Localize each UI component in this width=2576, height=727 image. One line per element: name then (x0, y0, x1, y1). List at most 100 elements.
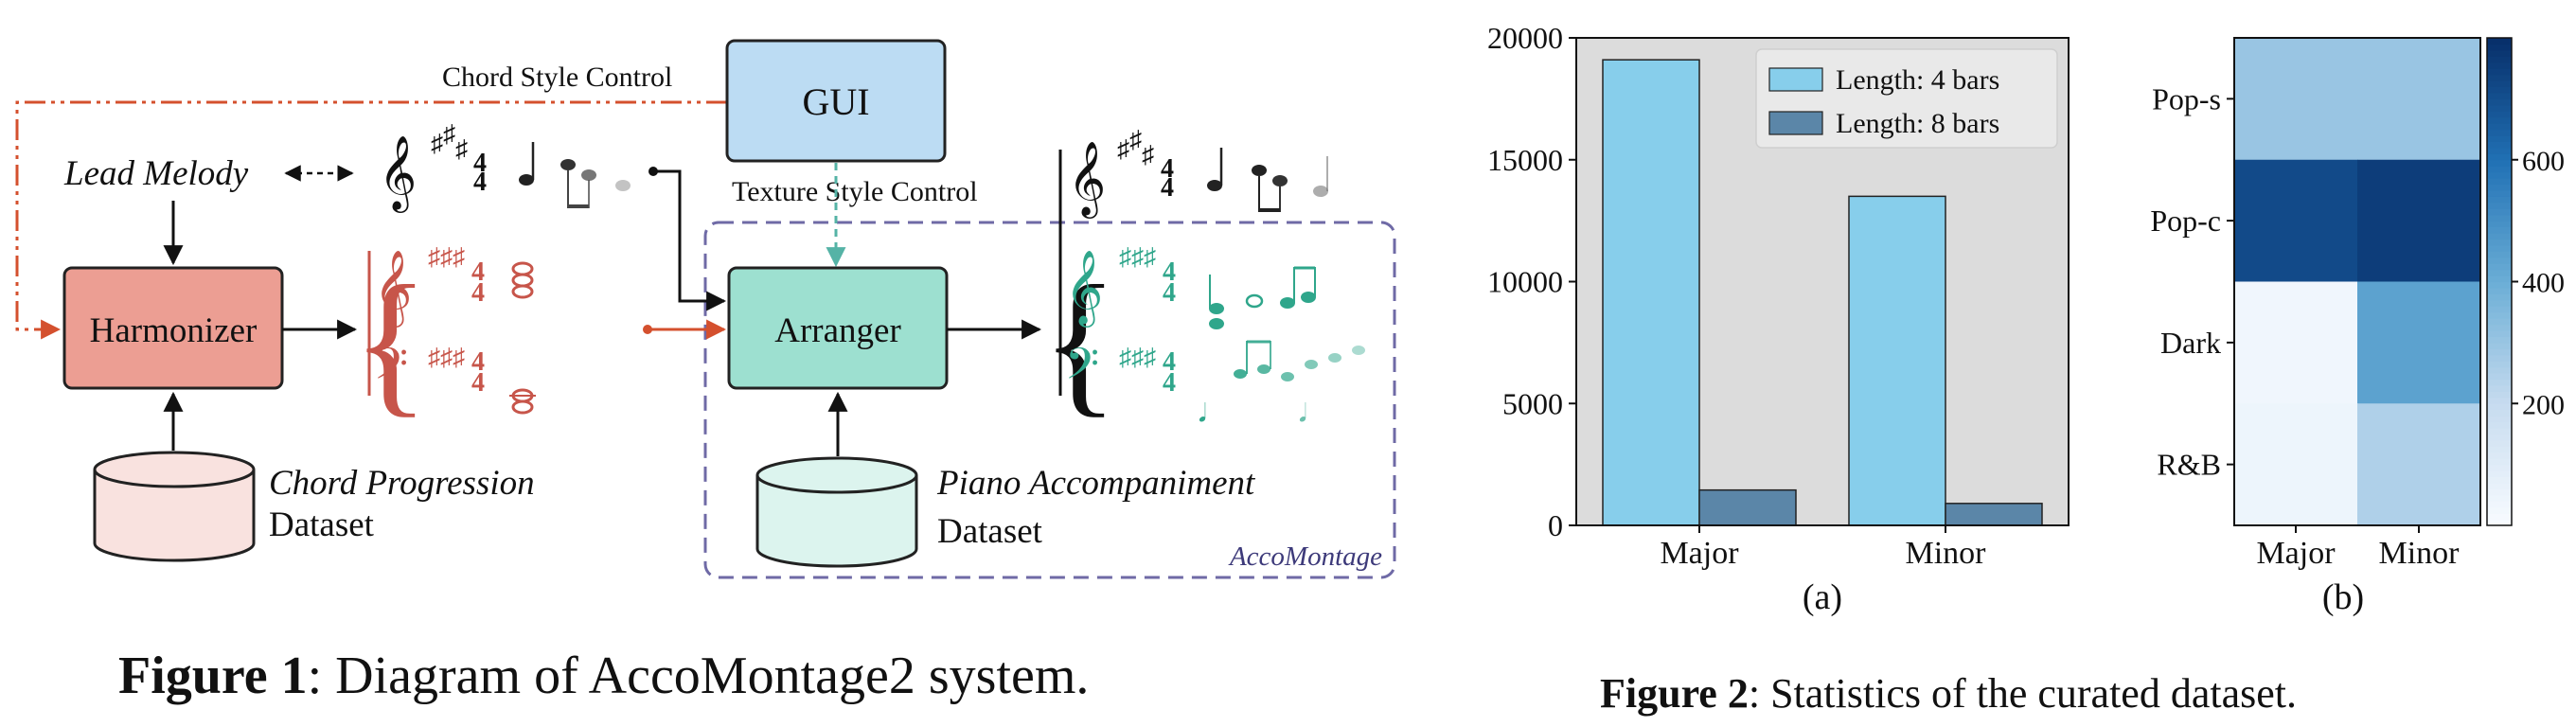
x-tick-label: Minor (1906, 536, 1987, 571)
legend-box (1755, 48, 2058, 149)
colorbar-segment (2487, 311, 2512, 319)
svg-text:♯: ♯ (1117, 135, 1129, 163)
colorbar-tick-label: 200 (2522, 389, 2565, 420)
melody-to-arranger-arrow (653, 169, 727, 311)
col-label: Major (2256, 536, 2336, 571)
colorbar-segment (2487, 233, 2512, 240)
arranger-label: Arranger (774, 311, 901, 350)
svg-text:𝄢: 𝄢 (374, 341, 408, 399)
row-label: R&B (2157, 448, 2221, 482)
svg-text:𝄞: 𝄞 (374, 251, 412, 328)
y-tick-label: 5000 (1502, 386, 1563, 420)
svg-text:4: 4 (471, 368, 485, 398)
colorbar-segment (2487, 324, 2512, 331)
colorbar-segment (2487, 171, 2512, 179)
colorbar-segment (2487, 208, 2512, 216)
svg-text:4: 4 (471, 257, 485, 287)
colorbar-segment (2487, 452, 2512, 459)
colorbar-segment (2487, 488, 2512, 496)
colorbar-segment (2487, 391, 2512, 399)
svg-text:♯: ♯ (455, 135, 468, 163)
colorbar-segment (2487, 196, 2512, 204)
bar-plot-frame (1575, 37, 2070, 526)
panel-a-label: (a) (1803, 577, 1842, 617)
y-tick-label: 15000 (1487, 143, 1563, 177)
colorbar-segment (2487, 135, 2512, 143)
colorbar-segment (2487, 44, 2512, 51)
colorbar-segment (2487, 397, 2512, 404)
svg-text:4: 4 (471, 278, 485, 308)
heatmap-cell (2357, 281, 2481, 404)
heatmap-cell (2234, 281, 2358, 404)
bar-minor-series-2 (1945, 503, 2043, 526)
colorbar-segment (2487, 458, 2512, 466)
svg-text:♯: ♯ (431, 130, 443, 157)
colorbar-segment (2487, 434, 2512, 441)
svg-text:𝅘𝅥: 𝅘𝅥 (1299, 399, 1306, 427)
legend-swatch (1768, 67, 1823, 92)
colorbar-segment (2487, 281, 2512, 289)
col-label: Minor (2379, 536, 2461, 571)
accomontage-region (703, 221, 1396, 579)
svg-text:♯♯♯: ♯♯♯ (428, 344, 465, 371)
colorbar-segment (2487, 342, 2512, 349)
colorbar-segment (2487, 519, 2512, 526)
colorbar-segment (2487, 92, 2512, 99)
heatmap-cell (2357, 38, 2481, 161)
colorbar-segment (2487, 141, 2512, 149)
colorbar-segment (2487, 354, 2512, 362)
colorbar-segment (2487, 159, 2512, 167)
colorbar-segment (2487, 86, 2512, 94)
colorbar-segment (2487, 464, 2512, 471)
figure-1-caption-text: : Diagram of AccoMontage2 system. (307, 647, 1090, 705)
harmony-staff: { 𝄞 𝄢 ♯♯♯ ♯♯♯ 4 4 4 4 (352, 243, 663, 431)
y-tick-label: 10000 (1487, 265, 1563, 299)
svg-text:4: 4 (1163, 368, 1176, 398)
colorbar-segment (2487, 123, 2512, 131)
colorbar-segment (2487, 153, 2512, 161)
lead-melody-staff: 𝄞 ♯ ♯ ♯ 4 4 (377, 120, 644, 213)
colorbar-segment (2487, 221, 2512, 228)
colorbar-segment (2487, 403, 2512, 411)
colorbar-segment (2487, 239, 2512, 246)
colorbar-segment (2487, 421, 2512, 429)
colorbar-segment (2487, 244, 2512, 252)
colorbar-segment (2487, 384, 2512, 392)
chord-dataset-subtitle: Dataset (269, 505, 375, 544)
row-label: Dark (2160, 326, 2221, 360)
colorbar-segment (2487, 104, 2512, 112)
svg-text:{: { (352, 253, 430, 431)
legend-label: Length: 8 bars (1836, 108, 1999, 139)
svg-text:4: 4 (473, 149, 487, 178)
chord-style-control-line (15, 100, 727, 340)
y-tick-label: 0 (1548, 508, 1563, 542)
colorbar-segment (2487, 166, 2512, 173)
heatmap-cell (2357, 159, 2481, 282)
chord-progression-dataset (93, 451, 256, 562)
colorbar-segment (2487, 446, 2512, 453)
chord-dataset-title: Chord Progression (269, 464, 535, 503)
svg-text:𝄞: 𝄞 (379, 136, 417, 213)
bar-minor-series-1 (1848, 195, 1946, 526)
figure-2-caption: Figure 2: Statistics of the curated data… (1600, 669, 2297, 718)
colorbar-segment (2487, 214, 2512, 222)
figure-2-caption-label: Figure 2 (1600, 670, 1749, 717)
colorbar-segment (2487, 348, 2512, 356)
svg-text:♯: ♯ (1129, 126, 1142, 153)
colorbar-segment (2487, 116, 2512, 124)
colorbar-segment (2487, 299, 2512, 307)
colorbar-segment (2487, 409, 2512, 417)
svg-text:4: 4 (1161, 154, 1174, 184)
svg-text:𝄞: 𝄞 (1065, 251, 1103, 328)
colorbar-segment (2487, 98, 2512, 106)
colorbar-segment (2487, 366, 2512, 374)
chord-style-control-label: Chord Style Control (442, 62, 672, 93)
output-accompaniment-staff: { 𝄞 𝄢 ♯♯♯ ♯♯♯ 4 4 4 4 (1041, 150, 1401, 431)
x-tick-label: Major (1660, 536, 1739, 571)
svg-text:{: { (1041, 253, 1119, 431)
colorbar-segment (2487, 202, 2512, 209)
colorbar-segment (2487, 38, 2512, 45)
gui-box (725, 39, 947, 163)
svg-text:4: 4 (471, 347, 485, 377)
